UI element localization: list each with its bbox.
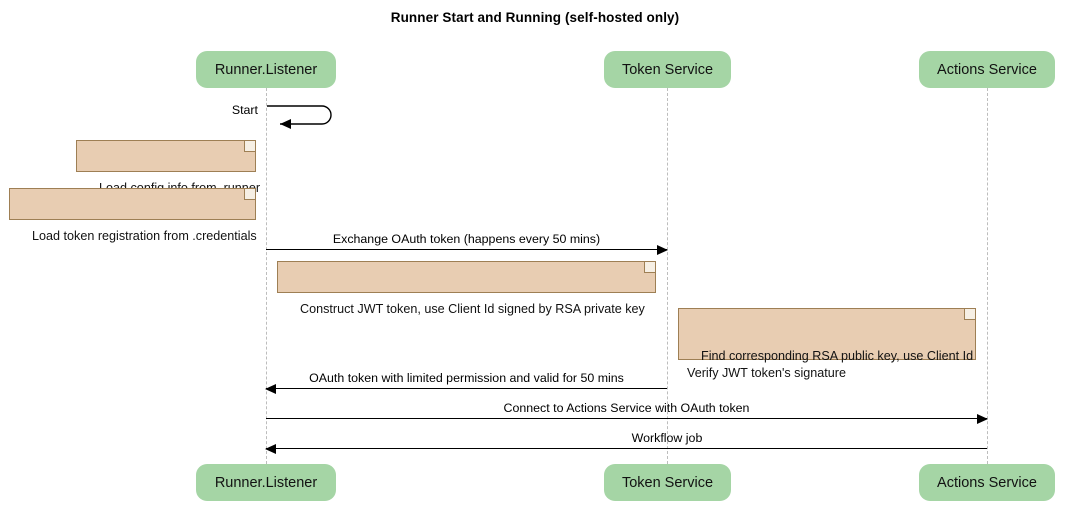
participant-label: Runner.Listener <box>214 474 318 491</box>
lifeline-runner <box>266 88 267 464</box>
self-message-start-label: Start <box>231 103 258 117</box>
note-load-token-registration: Load token registration from .credential… <box>9 188 257 243</box>
note-construct-jwt: Construct JWT token, use Client Id signe… <box>277 261 656 316</box>
participant-label: Token Service <box>621 61 714 78</box>
message-line <box>266 388 667 389</box>
message-oauth-token-return: OAuth token with limited permission and … <box>265 371 667 394</box>
participant-label: Runner.Listener <box>214 61 318 78</box>
note-load-config: Load config info from .runner <box>76 140 260 195</box>
message-label: Connect to Actions Service with OAuth to… <box>503 401 750 415</box>
arrowhead-right-icon <box>977 413 988 424</box>
message-label: Exchange OAuth token (happens every 50 m… <box>332 232 601 246</box>
message-line <box>266 418 987 419</box>
participant-label: Actions Service <box>937 474 1037 491</box>
note-fold-corner-icon <box>964 309 975 320</box>
participant-runner-bottom[interactable]: Runner.Listener <box>196 464 336 501</box>
message-exchange-oauth-token: Exchange OAuth token (happens every 50 m… <box>266 232 668 255</box>
self-message-loop-icon <box>267 105 332 129</box>
message-line <box>266 249 667 250</box>
arrowhead-left-icon <box>265 383 276 394</box>
note-fold-corner-icon <box>244 189 255 200</box>
participant-label: Token Service <box>621 474 714 491</box>
note-fold-corner-icon <box>244 141 255 152</box>
participant-token-bottom[interactable]: Token Service <box>604 464 731 501</box>
message-line <box>266 448 987 449</box>
self-message-start <box>266 101 346 131</box>
note-text: Load token registration from .credential… <box>32 229 257 243</box>
arrowhead-left-icon <box>265 443 276 454</box>
note-fold-corner-icon <box>644 262 655 273</box>
participant-runner-top[interactable]: Runner.Listener <box>196 51 336 88</box>
lifeline-token <box>667 88 668 464</box>
participant-token-top[interactable]: Token Service <box>604 51 731 88</box>
note-text: Find corresponding RSA public key, use C… <box>687 349 974 380</box>
message-connect-actions-service: Connect to Actions Service with OAuth to… <box>266 401 988 424</box>
note-text: Construct JWT token, use Client Id signe… <box>300 302 645 316</box>
participant-actions-bottom[interactable]: Actions Service <box>919 464 1055 501</box>
message-workflow-job: Workflow job <box>265 431 987 454</box>
message-label: OAuth token with limited permission and … <box>309 371 624 385</box>
participant-actions-top[interactable]: Actions Service <box>919 51 1055 88</box>
lifeline-actions <box>987 88 988 464</box>
note-verify-jwt: Find corresponding RSA public key, use C… <box>678 308 976 380</box>
arrowhead-right-icon <box>657 244 668 255</box>
participant-label: Actions Service <box>937 61 1037 78</box>
message-label: Workflow job <box>631 431 703 445</box>
page-title: Runner Start and Running (self-hosted on… <box>390 10 680 25</box>
